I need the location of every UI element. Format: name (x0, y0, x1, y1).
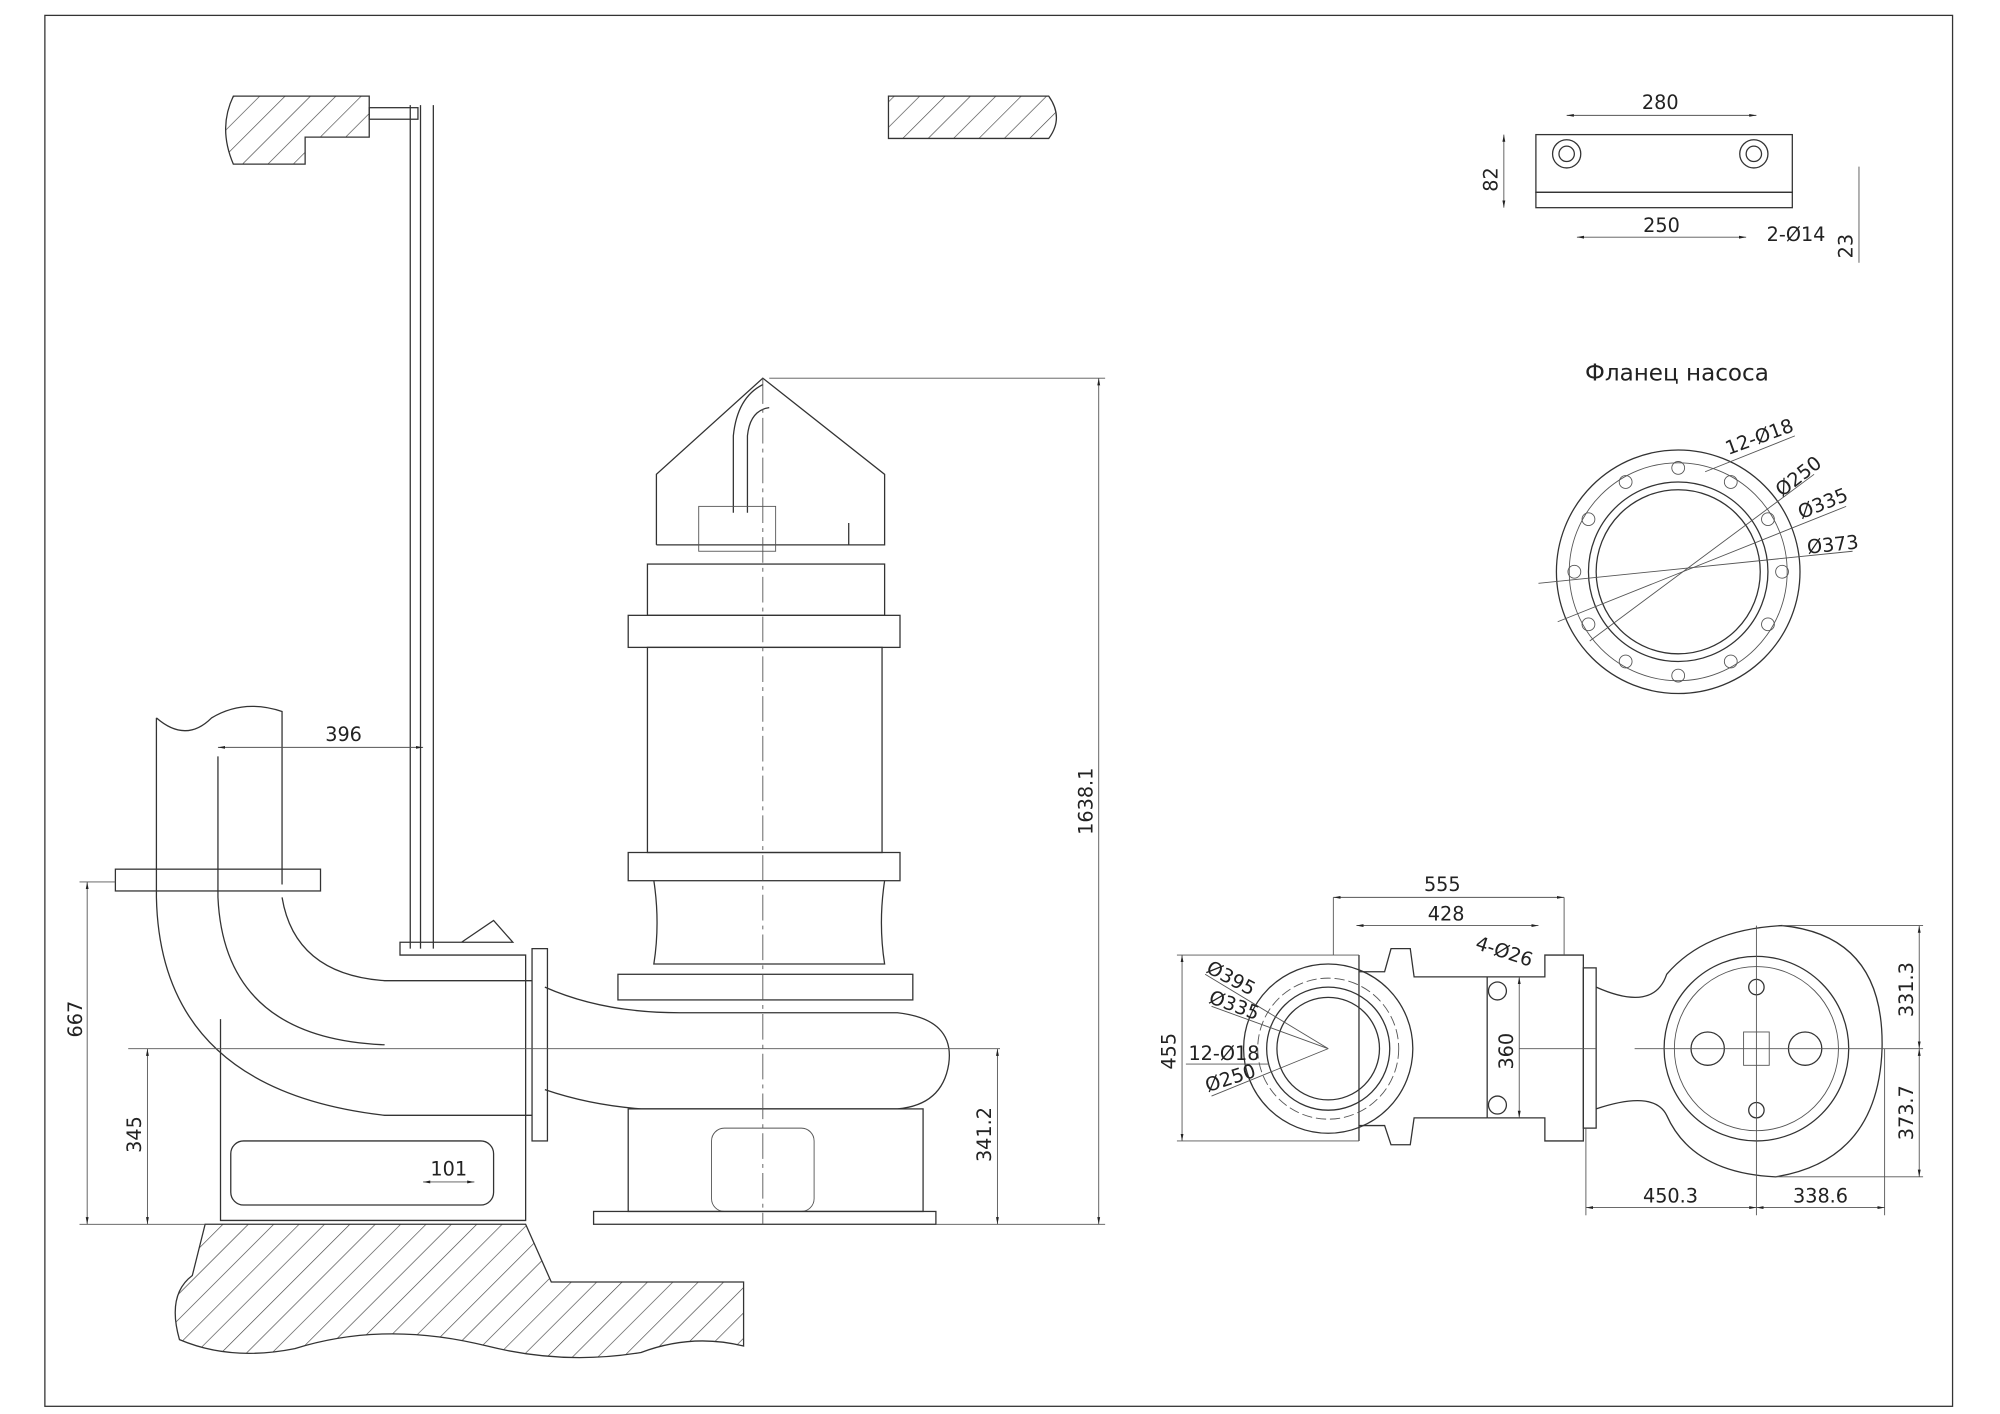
bracket-view: 280 250 82 23 2-Ø14 (1479, 91, 1860, 263)
dim-1638: 1638.1 (1074, 768, 1097, 835)
base-window (230, 1140, 495, 1206)
dim-338: 338.6 (1793, 1184, 1848, 1207)
dim-4-holes: 4-Ø26 (1473, 932, 1536, 972)
rail-bracket (368, 107, 419, 120)
dim-345: 345 (123, 1116, 146, 1153)
ground (174, 1223, 745, 1359)
dim-396: 396 (325, 723, 362, 746)
dim-2-holes: 2-Ø14 (1767, 223, 1826, 246)
dim-450: 450.3 (1643, 1184, 1698, 1207)
plan-view: 555 428 4-Ø26 455 360 Ø395 Ø335 12-Ø18 Ø… (1158, 873, 1924, 1216)
flange-d335: Ø335 (1795, 483, 1852, 524)
dim-341: 341.2 (973, 1107, 996, 1162)
discharge-pipe (155, 705, 533, 1116)
pump-body (128, 377, 1001, 1225)
dim-280: 280 (1642, 91, 1679, 114)
dim-455: 455 (1158, 1033, 1181, 1070)
flange-d373: Ø373 (1806, 530, 1860, 558)
dim-82: 82 (1479, 167, 1502, 191)
ceiling-slab-middle (887, 95, 1058, 140)
ceiling-slab-left (225, 95, 370, 165)
flange-holes: 12-Ø18 (1722, 414, 1797, 460)
dim-101: 101 (430, 1158, 467, 1181)
dim-428: 428 (1428, 902, 1465, 925)
dim-250: 250 (1643, 214, 1680, 237)
coupling-base (219, 919, 527, 1222)
dim-373: 373.7 (1895, 1085, 1918, 1140)
plan-holes: 12-Ø18 (1188, 1042, 1259, 1065)
dim-23: 23 (1835, 234, 1858, 258)
dim-360: 360 (1495, 1033, 1518, 1070)
dim-667: 667 (64, 1001, 87, 1038)
side-view: 396 667 345 101 1638.1 341.2 (64, 95, 1106, 1359)
discharge-flange (114, 868, 322, 892)
pump-flange-view: Фланец насоса 12-Ø18 Ø250 Ø335 Ø373 (1538, 361, 1860, 695)
dim-555: 555 (1424, 873, 1461, 896)
dim-331: 331.3 (1895, 962, 1918, 1017)
flange-title: Фланец насоса (1585, 361, 1769, 387)
drawing-border (44, 14, 1954, 1407)
